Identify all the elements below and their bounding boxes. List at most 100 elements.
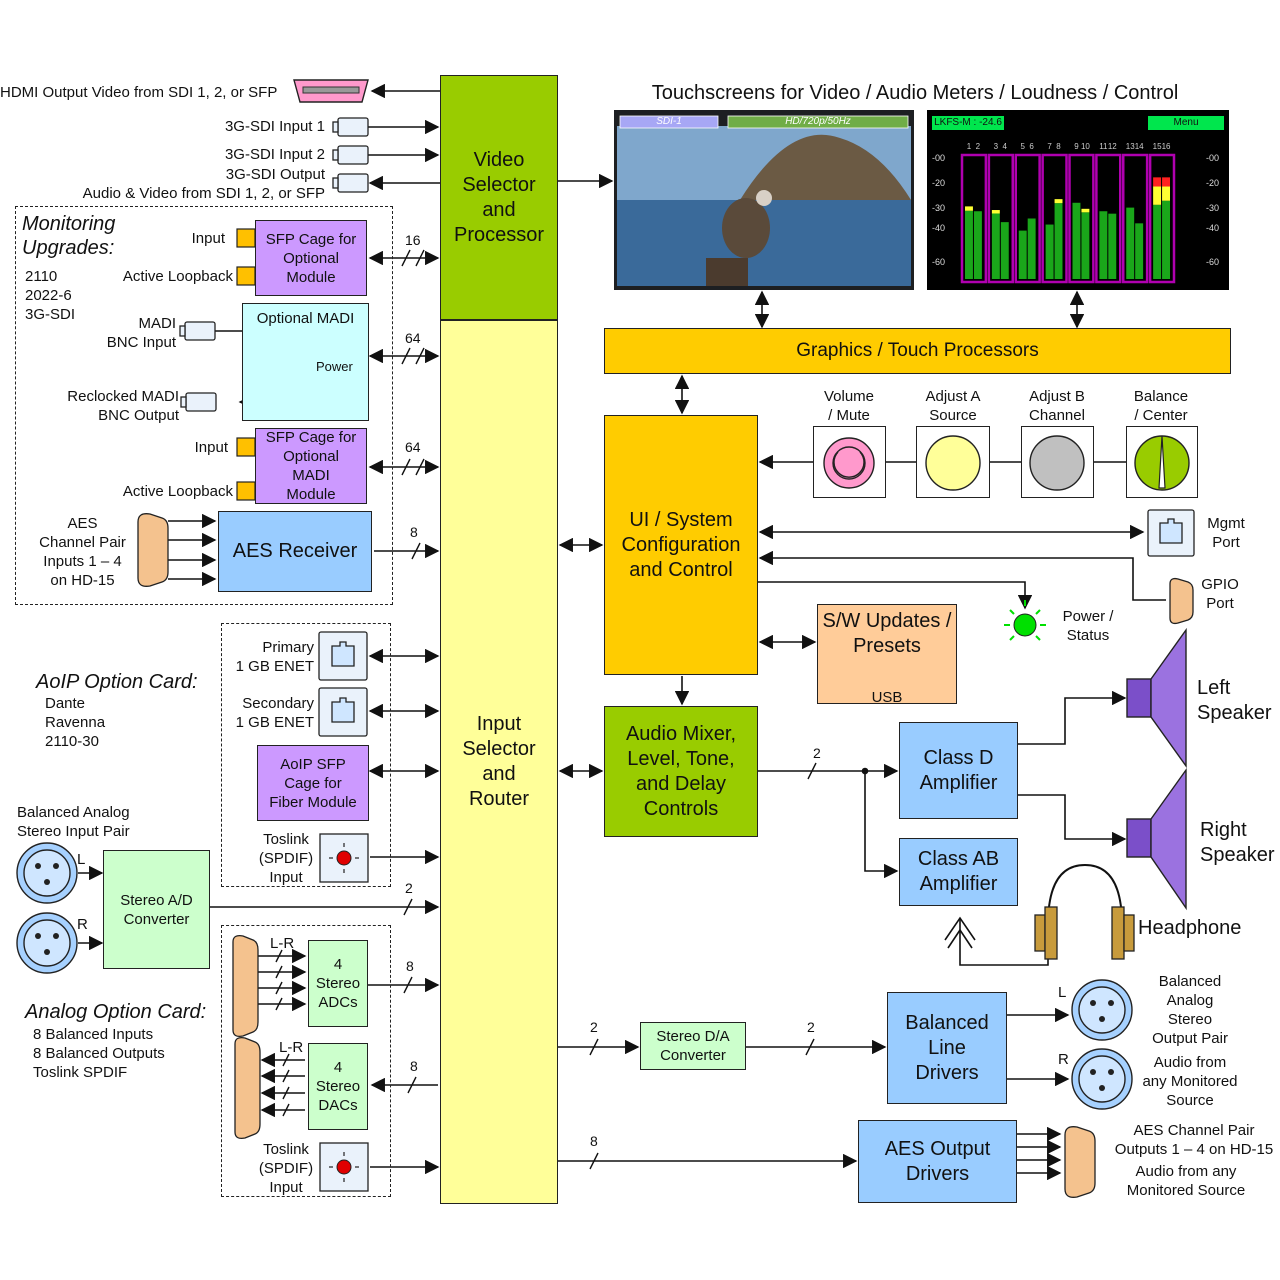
xlr-connector-icon: [16, 912, 78, 974]
meter-bar: [1072, 202, 1081, 279]
hdmi-connector-icon: [293, 79, 369, 103]
sfp1-loopback-label: Active Loopback: [122, 268, 233, 285]
meter-scale-label: -00: [932, 153, 946, 163]
volume-mute-control[interactable]: [813, 426, 886, 498]
meter-bar: [1099, 211, 1108, 279]
meter-scale-label: -20: [1206, 178, 1220, 188]
video-format-tab[interactable]: HD/720p/50Hz: [785, 116, 851, 127]
madi-power-label: Power: [316, 359, 353, 374]
meter-touchscreen: [927, 110, 1229, 290]
meter-bar: [1153, 177, 1162, 187]
hd15-connector-icon: [1064, 1126, 1096, 1198]
graphics-touch-processors-block: Graphics / Touch Processors: [604, 328, 1231, 374]
power-status-label: Power /Status: [1062, 608, 1114, 644]
balance-center-control[interactable]: [1126, 426, 1198, 498]
adc-lr-label: L-R: [270, 935, 295, 952]
hdmi-output-label: HDMI Output Video from SDI 1, 2, or SFP: [0, 84, 278, 101]
bus-width-aes-rx: 8: [410, 524, 418, 540]
bnc-connector-icon: [337, 173, 369, 193]
meter-channel-label: 7: [1047, 142, 1052, 151]
meter-bar: [1000, 222, 1009, 279]
meter-channel-label: 6: [1029, 142, 1034, 151]
adjust-a-knob-icon: [925, 435, 981, 491]
meter-scale-label: -30: [932, 203, 946, 213]
xlr-connector-icon: [16, 842, 78, 904]
analog-in-r-label: R: [77, 916, 88, 933]
analog-toslink-label: Toslink(SPDIF)Input: [258, 1141, 314, 1196]
volume-mute-knob-icon: [823, 437, 875, 489]
lkfs-readout: LKFS-M : -24.6: [934, 117, 1002, 128]
meter-bar: [1162, 186, 1170, 201]
meter-scale-label: -00: [1206, 153, 1220, 163]
meter-channel-label: 11: [1099, 142, 1108, 151]
meter-bar: [991, 213, 1000, 279]
bus-width-da-in: 2: [590, 1019, 598, 1035]
meter-bar: [965, 210, 973, 279]
meter-scale-label: -60: [1206, 257, 1220, 267]
meter-menu-button[interactable]: Menu: [1173, 117, 1199, 128]
analog-option-card-title: Analog Option Card:: [25, 1001, 207, 1023]
meter-pair-frame: [1095, 153, 1122, 284]
meter-bar: [1126, 207, 1135, 279]
bnc-connector-icon: [337, 145, 369, 165]
balanced-out-l-label: L: [1058, 984, 1067, 1001]
xlr-connector-icon: [1071, 1048, 1133, 1110]
meter-pair-frame: [1041, 153, 1068, 284]
bus-width-sfp1: 16: [405, 232, 421, 248]
video-touchscreen: [614, 110, 914, 290]
meter-bar: [1054, 203, 1063, 279]
meter-scale-label: -40: [1206, 223, 1220, 233]
meter-pair-frame: [1014, 153, 1041, 284]
adjust-b-control[interactable]: [1021, 426, 1094, 498]
analog-option-card-region: [221, 925, 391, 1197]
adjust-a-control[interactable]: [916, 426, 990, 498]
dac-lr-label: L-R: [279, 1039, 304, 1056]
bus-width-dacs: 8: [410, 1058, 418, 1074]
video-source-tab[interactable]: SDI-1: [656, 116, 682, 127]
monitoring-upgrades-region: [15, 206, 393, 605]
meter-bar: [991, 210, 1000, 214]
meter-channel-label: 13: [1125, 142, 1135, 151]
bnc-connector-icon: [337, 117, 369, 137]
toslink-port-icon: [319, 1142, 369, 1192]
sfp1-input-label: Input: [191, 230, 225, 247]
analog-in-l-label: L: [77, 851, 86, 868]
meter-pair-frame: [1122, 153, 1149, 284]
meter-scale-label: -30: [1206, 203, 1220, 213]
bus-width-madi: 64: [405, 330, 421, 346]
meter-scale-label: -20: [932, 178, 946, 188]
sdi-output-label: 3G-SDI Output: [225, 166, 325, 183]
meter-bar: [1135, 223, 1144, 279]
optional-madi-block: Optional MADI: [242, 303, 369, 421]
gpio-connector-icon: [1169, 577, 1194, 625]
meter-bar: [1081, 212, 1090, 279]
xlr-connector-icon: [1071, 979, 1133, 1041]
meter-channel-label: 15: [1152, 142, 1162, 151]
bus-width-aes-out: 8: [590, 1133, 598, 1149]
aoip-option-card-region: [221, 623, 391, 887]
sfp2-loopback-label: Active Loopback: [122, 483, 233, 500]
bus-width-adcs: 8: [406, 958, 414, 974]
power-status-led-icon: [1004, 600, 1046, 641]
touchscreens-title: Touchscreens for Video / Audio Meters / …: [651, 82, 1179, 104]
meter-channel-label: 9: [1074, 142, 1079, 151]
meter-pair-frame: [987, 153, 1014, 284]
meter-channel-label: 5: [1020, 142, 1025, 151]
meter-channel-label: 1: [966, 142, 972, 151]
